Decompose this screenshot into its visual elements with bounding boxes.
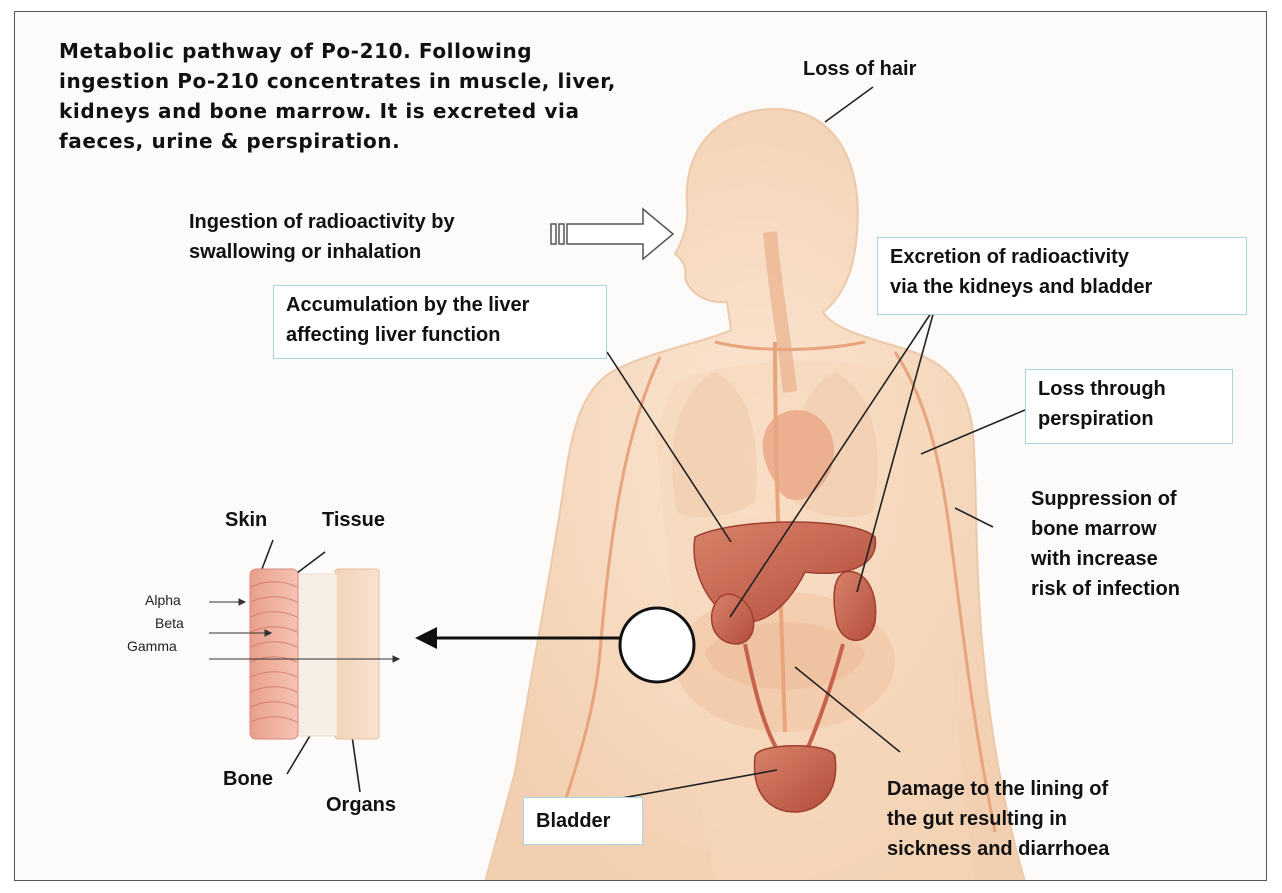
damage-line-3: sickness and diarrhoea — [887, 834, 1109, 864]
perspiration-line-1: Loss through — [1038, 374, 1220, 404]
label-perspiration: Loss through perspiration — [1025, 369, 1233, 444]
label-excretion: Excretion of radioactivity via the kidne… — [877, 237, 1247, 315]
ingestion-line-1: Ingestion of radioactivity by — [189, 207, 455, 237]
excretion-line-1: Excretion of radioactivity — [890, 242, 1234, 272]
perspiration-line-2: perspiration — [1038, 404, 1220, 434]
damage-line-1: Damage to the lining of — [887, 774, 1109, 804]
bone-marrow-line-1: Suppression of — [1031, 484, 1180, 514]
title-line-3: kidneys and bone marrow. It is excreted … — [59, 96, 616, 126]
label-ingestion: Ingestion of radioactivity by swallowing… — [189, 207, 455, 267]
organ-layer — [335, 569, 379, 739]
skin-cross-section — [209, 569, 399, 739]
magnifier-circle — [620, 608, 694, 682]
bone-marrow-line-4: risk of infection — [1031, 574, 1180, 604]
bone-marrow-line-2: bone marrow — [1031, 514, 1180, 544]
ingestion-line-2: swallowing or inhalation — [189, 237, 455, 267]
inset-label-skin: Skin — [225, 505, 267, 535]
title-line-1: Metabolic pathway of Po-210. Following — [59, 36, 616, 66]
inset-label-beta: Beta — [155, 615, 184, 631]
ingestion-arrow — [551, 209, 673, 259]
title-line-4: faeces, urine & perspiration. — [59, 126, 616, 156]
liver-line-2: affecting liver function — [286, 320, 594, 350]
inset-label-alpha: Alpha — [145, 592, 181, 608]
label-bladder: Bladder — [523, 797, 643, 845]
figure-title: Metabolic pathway of Po-210. Following i… — [59, 36, 616, 156]
label-damage: Damage to the lining of the gut resultin… — [887, 774, 1109, 864]
label-liver: Accumulation by the liver affecting live… — [273, 285, 607, 359]
liver-line-1: Accumulation by the liver — [286, 290, 594, 320]
inset-label-bone: Bone — [223, 764, 273, 794]
title-line-2: ingestion Po-210 concentrates in muscle,… — [59, 66, 616, 96]
bone-marrow-line-3: with increase — [1031, 544, 1180, 574]
figure-frame: Metabolic pathway of Po-210. Following i… — [14, 11, 1267, 881]
label-loss-of-hair: Loss of hair — [803, 54, 916, 84]
tissue-layer — [295, 574, 337, 736]
skin-layer — [250, 569, 298, 739]
inset-label-tissue: Tissue — [322, 505, 385, 535]
inset-label-organs: Organs — [326, 790, 396, 820]
hair-pointer — [825, 87, 873, 122]
label-bone-marrow: Suppression of bone marrow with increase… — [1031, 484, 1180, 604]
magnifier-arrow-head — [415, 627, 437, 649]
excretion-line-2: via the kidneys and bladder — [890, 272, 1234, 302]
damage-line-2: the gut resulting in — [887, 804, 1109, 834]
inset-label-gamma: Gamma — [127, 638, 177, 654]
